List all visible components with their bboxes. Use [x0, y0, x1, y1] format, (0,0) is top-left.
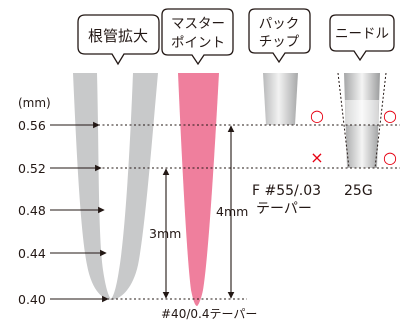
tick-label-044: 0.44 — [18, 246, 46, 261]
callout-root-canal-text: 根管拡大 — [88, 27, 148, 45]
callout-root-canal: 根管拡大 — [77, 14, 160, 66]
paper-tip-size-label: F #55/.03 — [252, 183, 321, 199]
tick-label-048: 0.48 — [18, 203, 46, 218]
paper-tip-lower — [266, 125, 295, 165]
paper-tip-taper-label: テーパー — [256, 201, 312, 217]
paper-tip-052-ng-mark: × — [310, 148, 323, 167]
callout-needle: ニードル — [329, 14, 395, 62]
tick-label-052: 0.52 — [18, 161, 46, 176]
needle-gauge-label: 25G — [344, 183, 373, 199]
paper-tip-056-ok-mark: ○ — [310, 106, 324, 125]
tick-label-056: 0.56 — [18, 118, 46, 133]
needle-mid-band — [345, 100, 379, 125]
tick-label-040: 0.40 — [18, 292, 46, 307]
callout-paper-tip-line1: パック — [259, 16, 300, 32]
callout-paper-tip: パック チップ — [248, 8, 311, 64]
needle-052-ok-mark: ○ — [383, 148, 397, 167]
root-canal-lumen — [97, 73, 133, 299]
callout-master-point: マスター ポイント — [161, 8, 234, 66]
callout-master-point-line1: マスター — [171, 16, 225, 32]
callout-needle-text: ニードル — [335, 26, 389, 42]
callout-master-point-line2: ポイント — [171, 35, 225, 51]
paper-tip-shape — [263, 73, 298, 125]
master-point-size-label: #40/0.4テーパー — [161, 307, 257, 321]
dimension-4mm-label: 4mm — [216, 204, 248, 219]
axis-unit: (mm) — [18, 96, 51, 110]
master-point-shape — [178, 73, 219, 306]
dimension-3mm-label: 3mm — [149, 226, 181, 241]
callout-paper-tip-line2: チップ — [259, 34, 300, 50]
needle-056-ok-mark: ○ — [383, 106, 397, 125]
